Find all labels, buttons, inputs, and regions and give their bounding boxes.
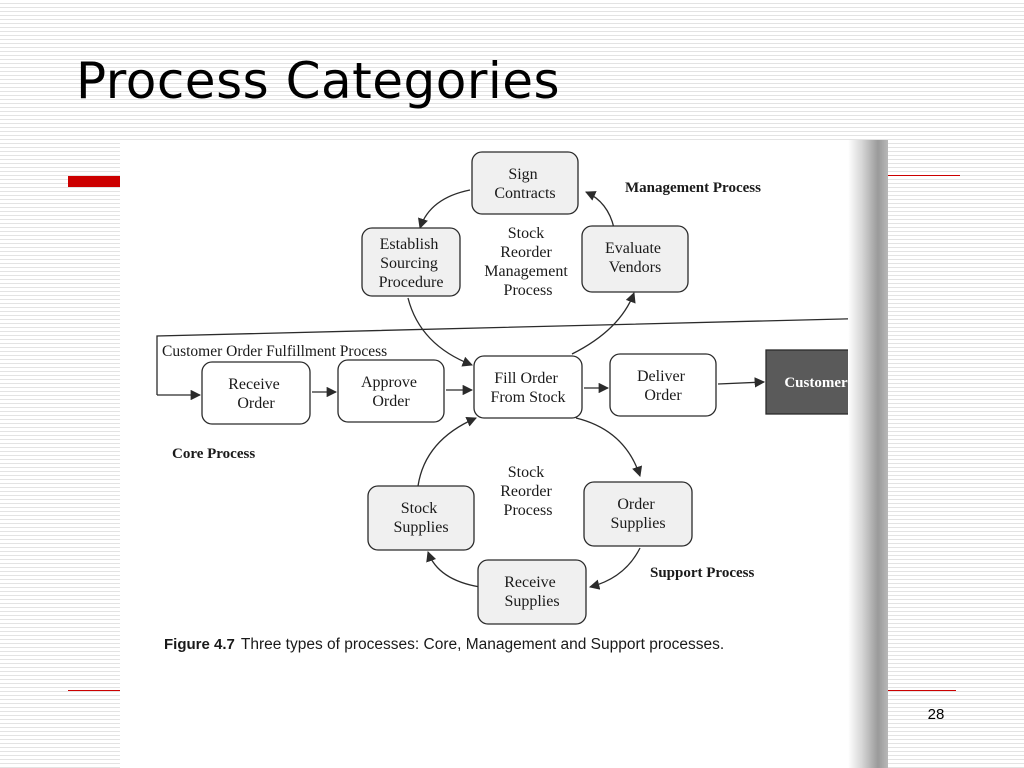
support-process-label: Support Process xyxy=(650,565,754,581)
arc-order-to-receive-supplies xyxy=(588,547,641,590)
core-process-label: Core Process xyxy=(172,446,255,462)
svg-text:Deliver Order: Deliver Order xyxy=(637,368,689,404)
svg-text:Receive Supplies: Receive Supplies xyxy=(504,574,560,610)
figure-caption: Figure 4.7 Three types of processes: Core… xyxy=(164,636,724,654)
figure-caption-label: Figure 4.7 xyxy=(164,636,235,653)
arc-fill-to-evaluate xyxy=(571,292,636,355)
node-deliver-order: Deliver Order xyxy=(609,353,717,417)
accent-line-bottom-right xyxy=(888,690,956,691)
svg-text:Customer: Customer xyxy=(784,375,848,391)
node-evaluate-vendors: Evaluate Vendors xyxy=(581,225,689,293)
svg-text:Sign Contracts: Sign Contracts xyxy=(494,166,555,202)
svg-text:Evaluate Vendors: Evaluate Vendors xyxy=(605,240,665,276)
node-stock-supplies: Stock Supplies xyxy=(367,485,475,551)
node-receive-order: Receive Order xyxy=(201,361,311,425)
support-cycle-label: Stock Reorder Process xyxy=(500,464,556,519)
scanned-figure: Management Process Customer Order Fulfil… xyxy=(120,140,888,768)
node-approve-order: Approve Order xyxy=(337,359,445,423)
process-diagram: Management Process Customer Order Fulfil… xyxy=(156,151,883,625)
slide-title: Process Categories xyxy=(76,52,561,110)
svg-text:Order Supplies: Order Supplies xyxy=(610,496,665,532)
figure-caption-text: Three types of processes: Core, Manageme… xyxy=(240,636,725,653)
node-sign-contracts: Sign Contracts xyxy=(471,151,579,215)
node-establish-sourcing-procedure: Establish Sourcing Procedure xyxy=(361,227,461,297)
node-fill-order-from-stock: Fill Order From Stock xyxy=(473,355,583,419)
fulfillment-process-label: Customer Order Fulfillment Process xyxy=(162,343,387,360)
page-binding-shadow xyxy=(848,140,888,768)
arrow-deliver-to-customer xyxy=(717,377,766,388)
svg-text:Stock Supplies: Stock Supplies xyxy=(393,500,448,536)
accent-bar xyxy=(68,176,120,187)
arc-receive-to-stock-supplies xyxy=(426,551,481,588)
arc-stock-to-fill xyxy=(417,416,477,487)
management-process-label: Management Process xyxy=(625,180,761,196)
slide-number: 28 xyxy=(927,706,945,723)
node-order-supplies: Order Supplies xyxy=(583,481,693,547)
arc-sign-to-establish xyxy=(418,189,471,229)
arc-establish-to-fill xyxy=(407,297,473,367)
management-cycle-label: Stock Reorder Management Process xyxy=(484,225,572,299)
svg-text:Receive Order: Receive Order xyxy=(228,376,284,412)
svg-text:Approve Order: Approve Order xyxy=(361,374,421,410)
svg-text:Establish Sourcing: Establish Sourcing Procedure xyxy=(379,236,444,291)
node-receive-supplies: Receive Supplies xyxy=(477,559,587,625)
accent-line-top-right xyxy=(888,175,960,176)
svg-text:Fill Order From Stock: Fill Order From Stock xyxy=(490,370,565,406)
arc-evaluate-to-sign xyxy=(585,191,615,229)
arc-fill-to-order-supplies xyxy=(575,417,643,477)
accent-line-bottom-left xyxy=(68,690,120,691)
